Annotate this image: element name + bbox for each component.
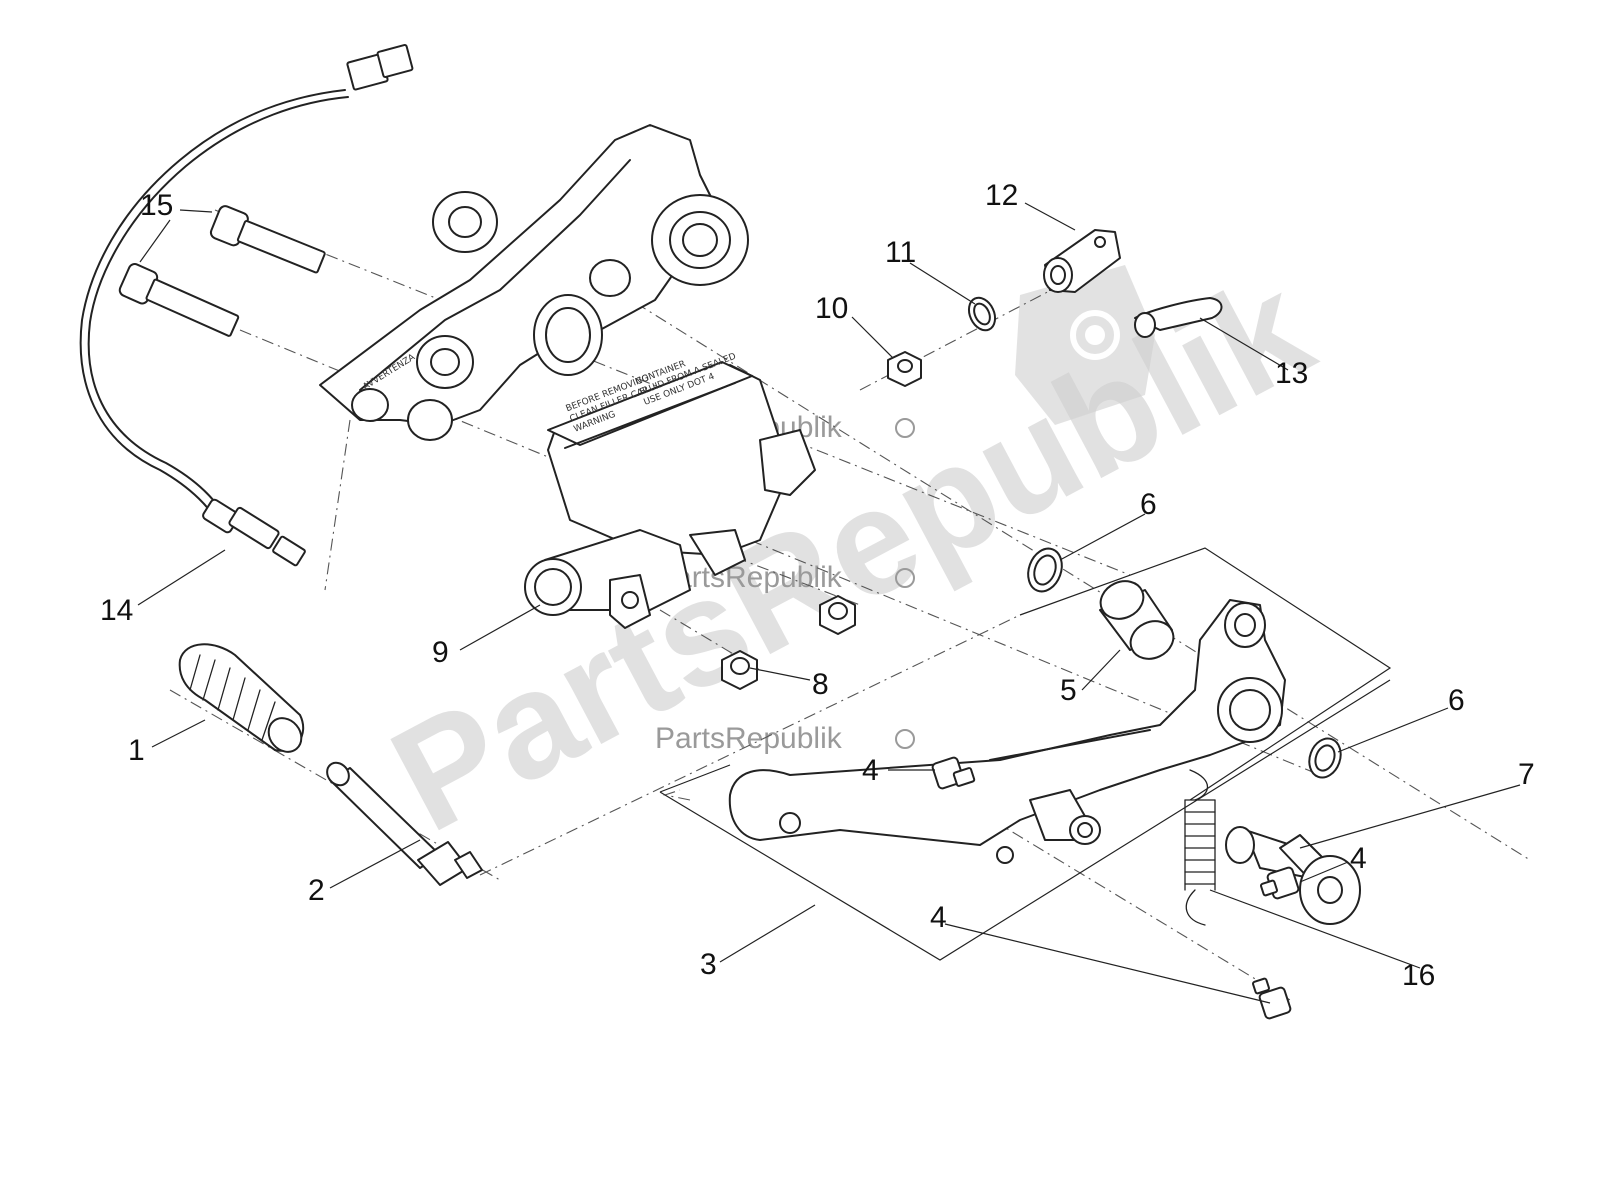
brake-light-switch-part-14: [79, 44, 414, 567]
bush-part-5: [1099, 580, 1175, 660]
callout-14: 14: [100, 594, 133, 627]
watermark-label-3: PartsRepublik: [655, 722, 843, 755]
footpeg-rubber-part-1: [178, 643, 305, 753]
callout-13: 13: [1275, 357, 1308, 390]
callout-4-right: 4: [1350, 842, 1367, 875]
bolt-4-right: [1260, 866, 1300, 900]
watermark-gear-icon: [1015, 265, 1155, 425]
spring-part-16: [1184, 769, 1216, 926]
callout-4-upper: 4: [862, 754, 879, 787]
callout-6-lower: 6: [1448, 684, 1465, 717]
circlip-part-6-upper: [1027, 547, 1063, 593]
bolts-part-4: [931, 756, 1300, 1020]
callout-7: 7: [1518, 758, 1535, 791]
callout-16: 16: [1402, 959, 1435, 992]
callout-8: 8: [812, 668, 829, 701]
clevis-part-12: [1043, 229, 1121, 293]
nuts-part-8: [721, 595, 856, 690]
callout-10: 10: [815, 292, 848, 325]
bolts-part-15: [118, 205, 326, 337]
footpeg-pin-part-2: [326, 761, 483, 886]
clip-part-13: [1134, 297, 1223, 338]
watermark-gear-icon-small: [895, 418, 915, 749]
callout-2: 2: [308, 874, 325, 907]
callout-9: 9: [432, 636, 449, 669]
callout-3: 3: [700, 948, 717, 981]
brake-pedal-part-3: [728, 599, 1286, 864]
callout-4-lower: 4: [930, 901, 947, 934]
callout-1: 1: [128, 734, 145, 767]
callout-15: 15: [140, 189, 173, 222]
callout-11: 11: [885, 236, 916, 269]
washer-part-11: [967, 296, 997, 332]
footrest-bracket: AVVERTENZA: [319, 124, 749, 441]
callout-12: 12: [985, 179, 1018, 212]
callout-5: 5: [1060, 674, 1077, 707]
bolt-4-upper-left: [931, 756, 976, 790]
nut-part-10: [887, 351, 922, 387]
callout-numbers: 1 2 3 4 4 4 5 6 6 7 8 9 10 11 12 13 14 1…: [100, 179, 1535, 992]
bolt-4-lower: [1252, 977, 1292, 1020]
circlip-part-6-lower: [1308, 737, 1342, 779]
leader-lines: [137, 202, 1521, 1004]
callout-6-upper: 6: [1140, 488, 1157, 521]
